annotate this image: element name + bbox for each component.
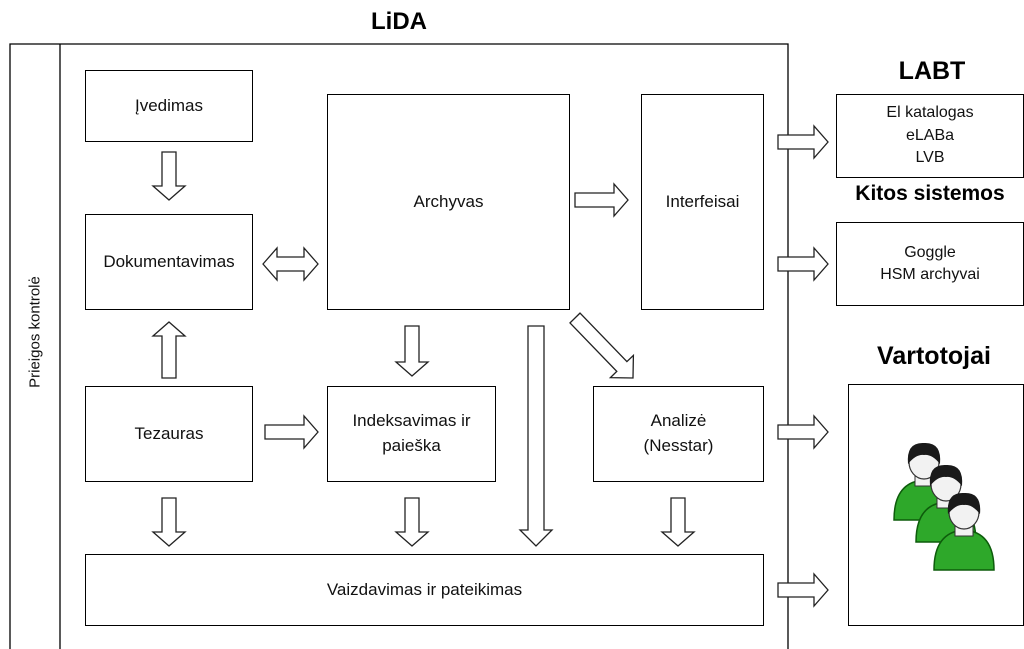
labt-item: eLABa <box>905 126 955 144</box>
labt-item: El katalogas <box>886 104 974 122</box>
vartotojai-heading: Vartotojai <box>877 342 991 370</box>
access-control-label: Prieigos kontrolė <box>26 276 44 388</box>
box-analize-line2: (Nesstar) <box>643 436 714 455</box>
users-icon <box>893 442 995 571</box>
arrow-indeksavimas-to-vaizdavimas <box>394 497 430 547</box>
box-indeksavimas: Indeksavimas ir paieška <box>327 386 496 482</box>
box-archyvas: Archyvas <box>327 94 570 310</box>
box-ivedimas: Įvedimas <box>85 70 253 142</box>
arrow-archyvas-to-analize <box>569 312 635 379</box>
arrow-vaizdavimas-to-vartotojai <box>777 572 829 608</box>
kitos-heading: Kitos sistemos <box>855 182 1005 205</box>
box-analize: Analizė (Nesstar) <box>593 386 764 482</box>
box-vaizdavimas: Vaizdavimas ir pateikimas <box>85 554 764 626</box>
box-analize-line1: Analizė <box>650 411 707 431</box>
arrow-archyvas-to-indeksavimas <box>394 325 430 377</box>
arrow-to-vartotojai <box>777 414 829 450</box>
vartotojai-box <box>848 384 1024 626</box>
arrow-tezauras-to-dokumentavimas <box>151 321 187 379</box>
box-vaizdavimas-label: Vaizdavimas ir pateikimas <box>326 579 523 599</box>
kitos-item: Goggle <box>904 243 956 261</box>
box-interfeisai: Interfeisai <box>641 94 764 310</box>
box-dokumentavimas: Dokumentavimas <box>85 214 253 310</box>
labt-item: LVB <box>915 149 945 167</box>
kitos-item: HSM archyvai <box>880 266 980 283</box>
arrow-ivedimas-to-dokumentavimas <box>151 151 187 201</box>
box-indeksavimas-line2: paieška <box>382 436 441 455</box>
kitos-box: Goggle HSM archyvai <box>836 222 1024 306</box>
box-dokumentavimas-label: Dokumentavimas <box>103 251 235 271</box>
box-tezauras-label: Tezauras <box>134 423 204 443</box>
user-figure <box>933 492 995 571</box>
arrow-archyvas-to-interfeisai <box>574 182 629 218</box>
arrow-archyvas-to-vaizdavimas <box>518 325 554 547</box>
lida-frame <box>9 43 789 649</box>
box-tezauras: Tezauras <box>85 386 253 482</box>
labt-box: El katalogas eLABa LVB <box>836 94 1024 178</box>
box-interfeisai-label: Interfeisai <box>665 191 740 211</box>
arrow-tezauras-to-indeksavimas <box>264 414 319 450</box>
arrows-layer <box>151 124 829 608</box>
arrow-dokumentavimas-archyvas <box>262 246 319 282</box>
arrow-analize-to-vaizdavimas <box>660 497 696 547</box>
box-indeksavimas-line1: Indeksavimas ir <box>352 411 471 431</box>
box-archyvas-label: Archyvas <box>413 191 484 211</box>
arrow-to-kitos-sistemos <box>777 246 829 282</box>
diagram-title: LiDA <box>371 8 427 35</box>
box-ivedimas-label: Įvedimas <box>134 95 204 115</box>
labt-heading: LABT <box>898 57 966 85</box>
arrow-tezauras-to-vaizdavimas <box>151 497 187 547</box>
arrow-to-labt <box>777 124 829 160</box>
